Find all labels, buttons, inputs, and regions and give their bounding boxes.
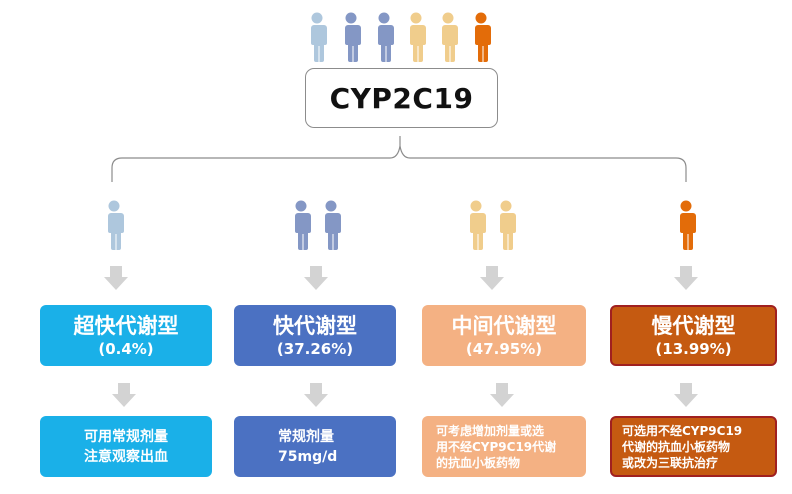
arrow-down-icon [104, 266, 128, 290]
extensive-person-icon [289, 200, 313, 250]
arrow-down-icon [490, 383, 514, 407]
branch-brace [111, 136, 687, 182]
arrow-down-icon [112, 383, 136, 407]
recommendation-line: 注意观察出血 [84, 448, 168, 465]
poor-person-icon [674, 200, 698, 250]
ultra-person-icon [102, 200, 126, 250]
recommendation-line: 可用常规剂量 [84, 428, 168, 445]
poor-box: 慢代谢型 (13.99%) [610, 305, 777, 366]
intermediate-recommendation-box: 可考虑增加剂量或选 用不经CYP9C19代谢 的抗血小板药物 [422, 416, 586, 477]
extensive-recommendation-box: 常规剂量 75mg/d [234, 416, 396, 477]
phenotype-percent: (0.4%) [98, 339, 154, 358]
intermediate-box: 中间代谢型 (47.95%) [422, 305, 586, 366]
phenotype-name: 超快代谢型 [73, 313, 179, 338]
recommendation-line: 可考虑增加剂量或选 [436, 423, 545, 438]
recommendation-line: 用不经CYP9C19代谢 [436, 439, 557, 454]
recommendation-line: 75mg/d [278, 448, 338, 465]
arrow-down-icon [480, 266, 504, 290]
recommendation-line: 常规剂量 [278, 428, 334, 445]
phenotype-percent: (37.26%) [276, 339, 354, 358]
arrow-down-icon [674, 383, 698, 407]
recommendation-line: 或改为三联抗治疗 [622, 455, 719, 470]
intermediate-person-icon [494, 200, 518, 250]
arrow-down-icon [304, 383, 328, 407]
recommendation-line: 可选用不经CYP9C19 [622, 423, 743, 438]
extensive-person-icon [319, 200, 343, 250]
arrow-down-icon [304, 266, 328, 290]
gene-title-box: CYP2C19 [305, 68, 498, 128]
ultra-recommendation-box: 可用常规剂量 注意观察出血 [40, 416, 212, 477]
phenotype-percent: (47.95%) [465, 339, 543, 358]
phenotype-name: 慢代谢型 [651, 313, 736, 338]
phenotype-name: 快代谢型 [273, 313, 357, 338]
intermediate-person-icon [464, 200, 488, 250]
ultra-rapid-box: 超快代谢型 (0.4%) [40, 305, 212, 366]
gene-title: CYP2C19 [329, 81, 474, 115]
poor-recommendation-box: 可选用不经CYP9C19 代谢的抗血小板药物 或改为三联抗治疗 [610, 416, 777, 477]
arrow-down-icon [674, 266, 698, 290]
recommendation-line: 的抗血小板药物 [436, 455, 521, 470]
extensive-box: 快代谢型 (37.26%) [234, 305, 396, 366]
recommendation-line: 代谢的抗血小板药物 [622, 439, 731, 454]
phenotype-name: 中间代谢型 [451, 313, 557, 338]
phenotype-percent: (13.99%) [655, 339, 732, 358]
